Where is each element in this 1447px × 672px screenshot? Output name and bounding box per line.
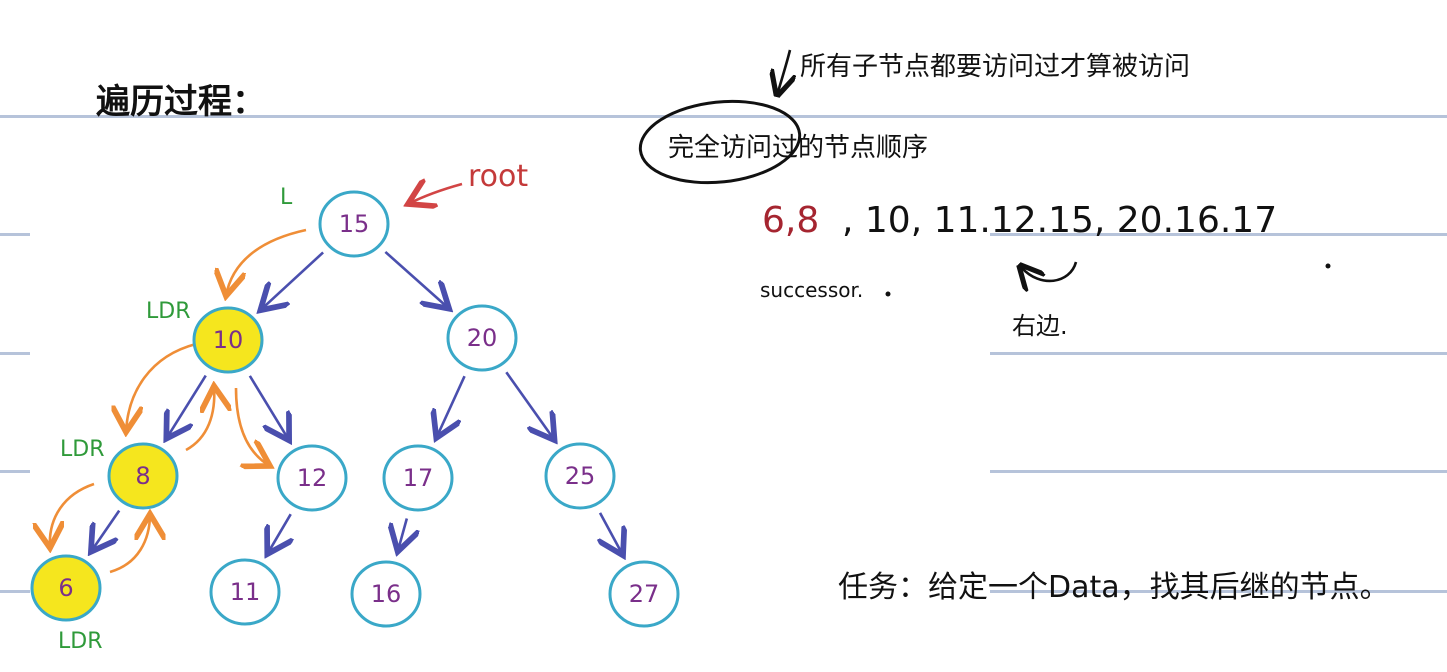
node-circle bbox=[107, 442, 179, 510]
node-circle bbox=[318, 190, 390, 258]
node-label: 10 bbox=[213, 326, 244, 354]
tree-node-16: 16 bbox=[350, 560, 422, 628]
tree-node-20: 20 bbox=[446, 304, 518, 372]
node-label: 8 bbox=[135, 462, 150, 490]
node-label: 11 bbox=[230, 578, 261, 606]
tree-node-6: 6 bbox=[30, 554, 102, 622]
bidirectional-label: 右边. bbox=[1012, 312, 1068, 340]
traversal-arrow bbox=[126, 342, 197, 432]
dot bbox=[885, 291, 891, 297]
circle-highlight bbox=[638, 99, 802, 185]
tree-node-8: 8 bbox=[107, 442, 179, 510]
node-circle bbox=[209, 558, 281, 626]
successor-label: successor. bbox=[760, 278, 864, 302]
tree-edge-17-16 bbox=[398, 518, 407, 551]
node-circle bbox=[192, 306, 264, 374]
node-label: 15 bbox=[339, 210, 370, 238]
page-title: 遍历过程： bbox=[96, 82, 266, 122]
traversal-arrow bbox=[109, 514, 150, 574]
node-label: 25 bbox=[565, 462, 596, 490]
tree-node-15: 15 bbox=[318, 190, 390, 258]
root-pointer-arrow bbox=[408, 184, 463, 204]
node-circle bbox=[350, 560, 422, 628]
node-label: 20 bbox=[467, 324, 498, 352]
ldr-label: LDR bbox=[146, 299, 190, 324]
tree-edge-10-8 bbox=[166, 374, 207, 439]
tree-edge-15-20 bbox=[384, 250, 449, 309]
tree-node-25: 25 bbox=[544, 442, 616, 510]
tree-edge-20-17 bbox=[436, 375, 466, 438]
ruled-line bbox=[990, 470, 1447, 473]
tree-edge-8-6 bbox=[91, 509, 121, 552]
root-label: root bbox=[468, 159, 528, 194]
tree-edge-10-12 bbox=[248, 375, 289, 441]
tree-node-17: 17 bbox=[382, 444, 454, 512]
node-circle bbox=[382, 444, 454, 512]
node-circle bbox=[276, 444, 348, 512]
tree-edge-25-27 bbox=[600, 512, 623, 555]
tree-edge-15-10 bbox=[260, 251, 324, 310]
tree-node-12: 12 bbox=[276, 444, 348, 512]
ruled-line bbox=[0, 233, 30, 236]
node-circle bbox=[544, 442, 616, 510]
traversal-arrow bbox=[234, 387, 270, 466]
node-label: 12 bbox=[297, 464, 328, 492]
ldr-label: LDR bbox=[58, 629, 102, 654]
ruled-line bbox=[990, 233, 1447, 236]
node-circle bbox=[446, 304, 518, 372]
ruled-line bbox=[0, 470, 30, 473]
bracket-arrow bbox=[1022, 262, 1078, 281]
ruled-line bbox=[0, 115, 1447, 118]
ruled-line bbox=[990, 590, 1447, 593]
traversal-arrow bbox=[185, 386, 214, 452]
tree-node-11: 11 bbox=[209, 558, 281, 626]
tree-edge-20-25 bbox=[505, 371, 554, 440]
ruled-line bbox=[990, 352, 1447, 355]
pointer-arrow bbox=[778, 49, 790, 92]
node-circle bbox=[608, 560, 680, 628]
tree-node-27: 27 bbox=[608, 560, 680, 628]
node-label: 6 bbox=[58, 574, 73, 602]
ruled-line bbox=[0, 352, 30, 355]
ldr-label: LDR bbox=[60, 437, 104, 462]
sequence-rest: , 10, 11.12.15, 20.16.17 bbox=[842, 200, 1278, 241]
dot bbox=[1325, 263, 1331, 269]
node-label: 16 bbox=[371, 580, 402, 608]
l-label: L bbox=[280, 185, 293, 210]
ruled-line bbox=[0, 590, 30, 593]
task-text: 任务：给定一个Data，找其后继的节点。 bbox=[838, 570, 1390, 605]
traversal-arrow bbox=[226, 228, 307, 296]
node-circle bbox=[30, 554, 102, 622]
traversal-arrow bbox=[50, 482, 95, 548]
note-top: 所有子节点都要访问过才算被访问 bbox=[800, 52, 1191, 82]
node-label: 27 bbox=[629, 580, 660, 608]
node-label: 17 bbox=[403, 464, 434, 492]
sequence-red: 6,8 bbox=[762, 200, 820, 241]
tree-node-10: 10 bbox=[192, 306, 264, 374]
tree-edge-12-11 bbox=[267, 513, 290, 554]
